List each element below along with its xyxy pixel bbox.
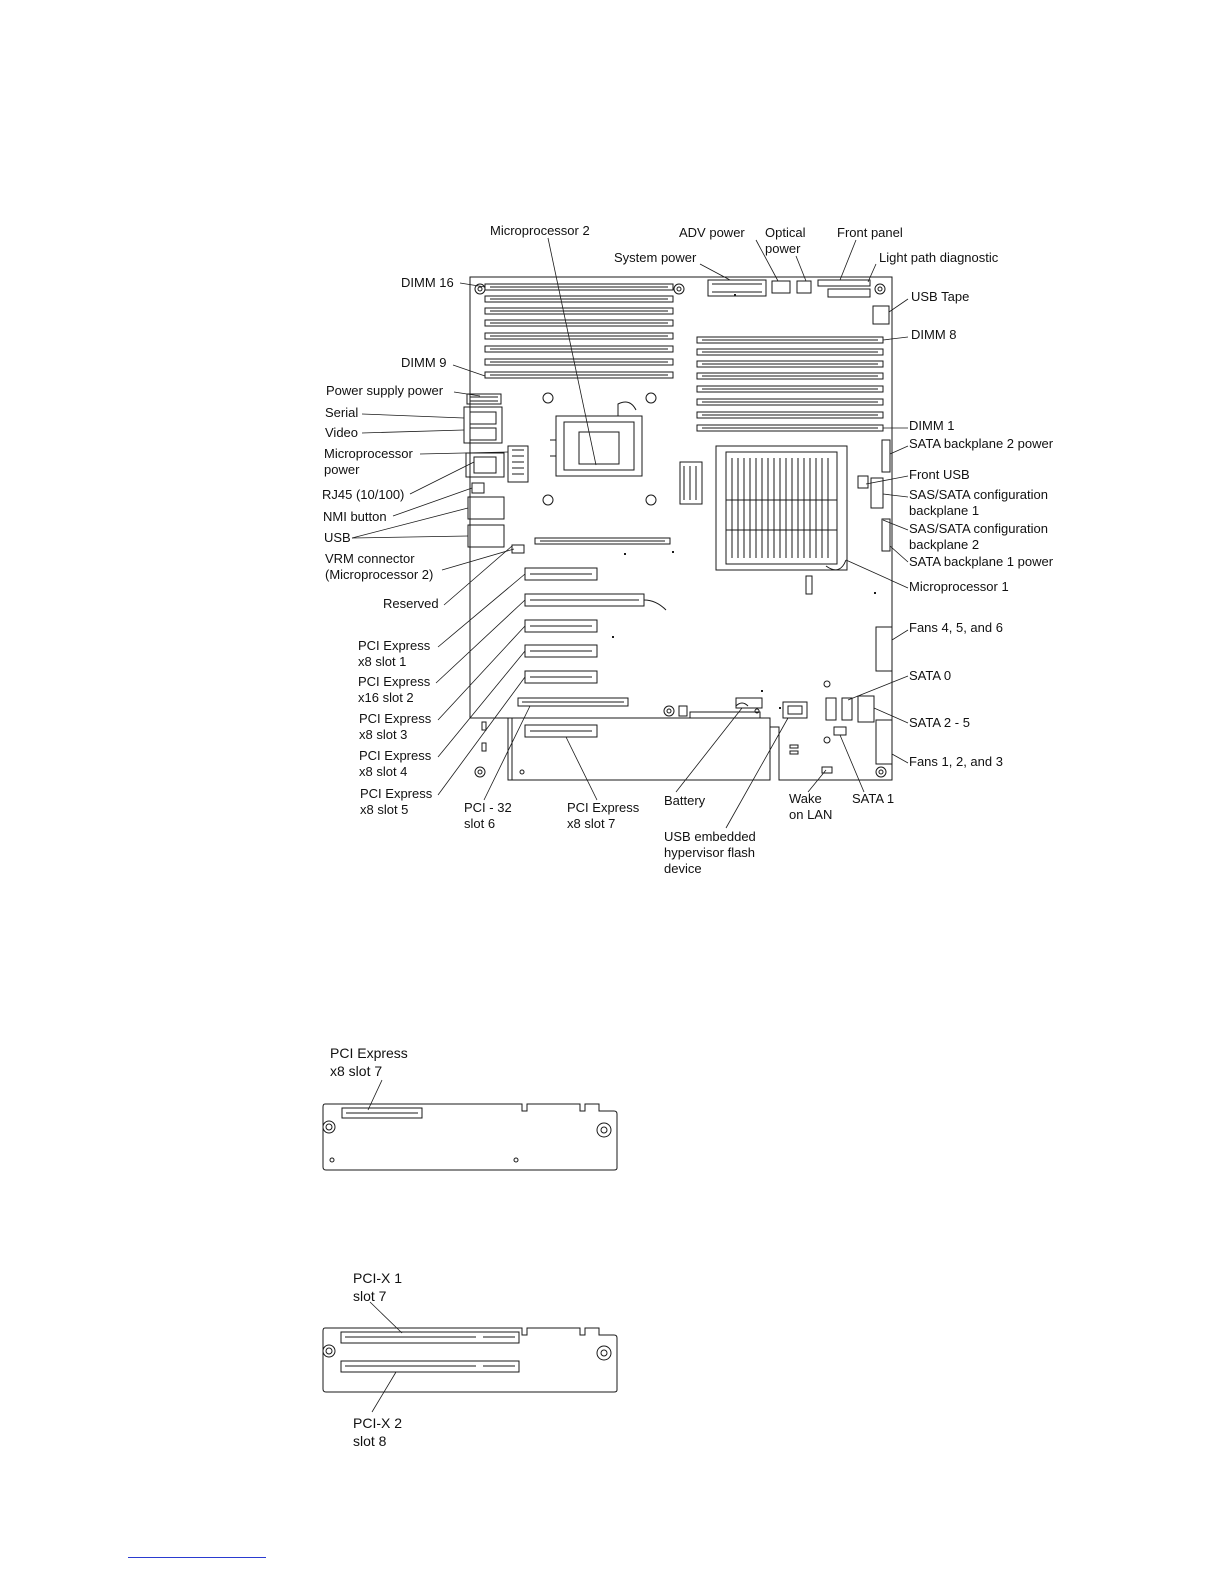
label-sata-0: SATA 0 [909, 668, 952, 683]
label-riser-pcix1-slot7: PCI-X 1 slot 7 [353, 1270, 403, 1304]
label-front-usb: Front USB [909, 467, 970, 482]
label-reserved: Reserved [383, 596, 439, 611]
label-riser-pcix2-slot8: PCI-X 2 slot 8 [353, 1415, 403, 1449]
label-sata-2-5: SATA 2 - 5 [909, 715, 970, 730]
label-microprocessor-2: Microprocessor 2 [490, 223, 590, 238]
label-pcie-x8-slot4: PCI Express x8 slot 4 [359, 748, 432, 779]
leader-lines [351, 237, 909, 829]
microprocessor-1-heatsink [715, 445, 848, 571]
mounting-holes [474, 283, 887, 778]
label-dimm-16: DIMM 16 [401, 275, 454, 290]
label-dimm-8: DIMM 8 [911, 327, 957, 342]
label-sata-backplane-2-power: SATA backplane 2 power [909, 436, 1054, 451]
label-battery: Battery [664, 793, 706, 808]
label-video: Video [325, 425, 359, 440]
top-connectors [707, 279, 890, 325]
label-front-panel: Front panel [837, 225, 903, 240]
microprocessor-2-socket [550, 401, 643, 477]
label-optical-power: Optical power [765, 225, 806, 256]
label-sas-sata-config-bp1: SAS/SATA configuration backplane 1 [909, 487, 1048, 518]
label-rj45: RJ45 (10/100) [322, 487, 405, 502]
label-microprocessor-power: Microprocessor power [324, 446, 413, 477]
label-usb: USB [324, 530, 351, 545]
footer-rule [128, 1557, 266, 1558]
label-pcie-x8-slot1: PCI Express x8 slot 1 [358, 638, 431, 669]
label-dimm-1: DIMM 1 [909, 418, 955, 433]
label-power-supply-power: Power supply power [326, 383, 444, 398]
label-dimm-9: DIMM 9 [401, 355, 447, 370]
label-system-power: System power [614, 250, 697, 265]
label-microprocessor-1: Microprocessor 1 [909, 579, 1009, 594]
label-pcie-x8-slot7: PCI Express x8 slot 7 [567, 800, 640, 831]
right-connectors [735, 439, 893, 774]
label-usb-hypervisor: USB embedded hypervisor flash device [664, 829, 756, 876]
expansion-slots [481, 537, 761, 752]
label-fans-456: Fans 4, 5, and 6 [909, 620, 1003, 635]
label-wake-on-lan: Wake on LAN [789, 791, 833, 822]
label-adv-power: ADV power [679, 225, 745, 240]
label-serial: Serial [325, 405, 359, 420]
label-sata-1: SATA 1 [852, 791, 895, 806]
label-usb-tape: USB Tape [911, 289, 970, 304]
label-pcie-x8-slot5: PCI Express x8 slot 5 [360, 786, 433, 817]
label-light-path-diagnostic: Light path diagnostic [879, 250, 999, 265]
label-pcie-x16-slot2: PCI Express x16 slot 2 [358, 674, 431, 705]
label-pcie-x8-slot3: PCI Express x8 slot 3 [359, 711, 432, 742]
label-sata-backplane-1-power: SATA backplane 1 power [909, 554, 1054, 569]
rear-io [463, 393, 703, 554]
label-fans-123: Fans 1, 2, and 3 [909, 754, 1003, 769]
label-sas-sata-config-bp2: SAS/SATA configuration backplane 2 [909, 521, 1048, 552]
label-pci32-slot6: PCI - 32 slot 6 [464, 800, 512, 831]
label-vrm-connector: VRM connector (Microprocessor 2) [325, 551, 434, 582]
label-nmi-button: NMI button [323, 509, 387, 524]
label-riser-pcie-slot7: PCI Express x8 slot 7 [330, 1045, 408, 1079]
board-outline [469, 276, 893, 781]
